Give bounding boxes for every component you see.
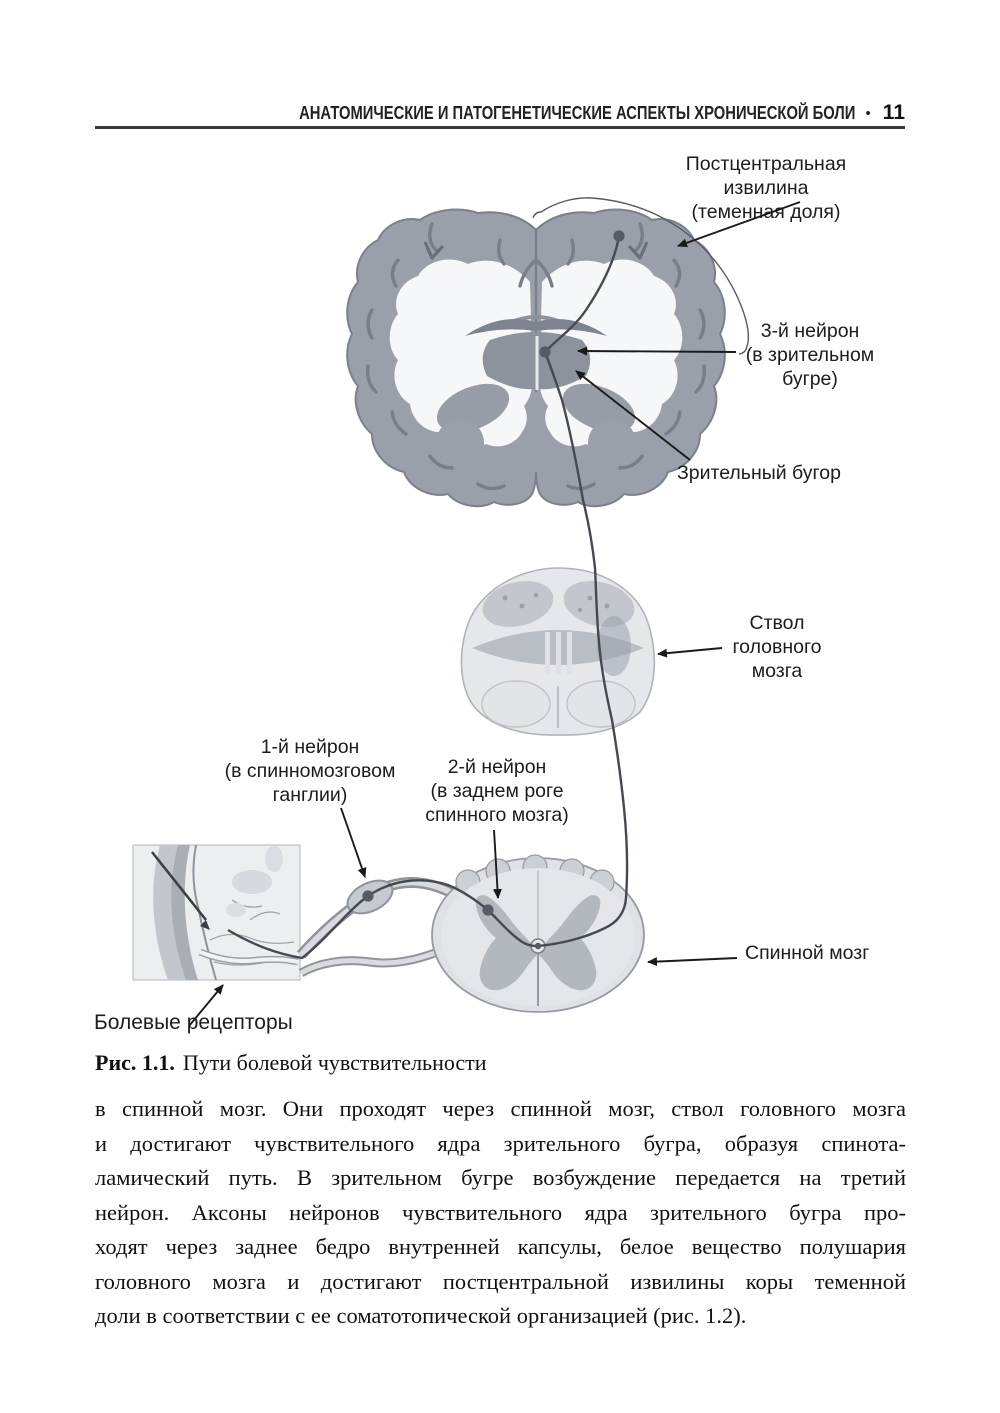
arrow-spinal-cord (647, 957, 738, 967)
pain-pathway-line (227, 235, 629, 960)
label-neuron-1: 1-й нейрон (в спинномозговом ганглии) (224, 736, 396, 807)
label-neuron-2: 2-й нейрон (в заднем роге спинного мозга… (425, 756, 569, 827)
brainstem-section (460, 567, 656, 736)
pain-pathway-illustration (132, 197, 801, 1027)
page-number: 11 (882, 101, 905, 124)
running-head: АНАТОМИЧЕСКИЕ И ПАТОГЕНЕТИЧЕСКИЕ АСПЕКТЫ… (95, 101, 905, 125)
arrow-receptors (188, 984, 224, 1027)
neuron-dots (362, 230, 625, 950)
caption-text: Пути болевой чувствительности (182, 1050, 487, 1075)
caption-number: Рис. 1.1. (95, 1050, 175, 1075)
annotation-arrows (188, 201, 801, 1027)
arrow-postcentral (677, 201, 801, 248)
body-line: нейрон. Аксоны нейронов чувствительного … (95, 1199, 906, 1225)
ganglion-neuron-dot (362, 890, 374, 902)
body-line: в спинной мозг. Они проходят через спинн… (95, 1096, 906, 1121)
body-line: доли в соответствии с ее соматотопическо… (95, 1303, 747, 1328)
chapter-title: АНАТОМИЧЕСКИЕ И ПАТОГЕНЕТИЧЕСКИЕ АСПЕКТЫ… (299, 102, 856, 123)
label-neuron-3: 3-й нейрон (в зрительном бугре) (745, 320, 875, 391)
central-canal-dot (534, 942, 542, 950)
label-pain-receptors: Болевые рецепторы (94, 1011, 293, 1034)
body-line: и достигают чувствительного ядра зритель… (95, 1130, 906, 1156)
figure-caption: Рис. 1.1. Пути болевой чувствительности (95, 1050, 905, 1076)
body-line: ходят через заднее бедро внутренней капс… (95, 1234, 906, 1259)
label-postcentral-gyrus: Постцентральная извилина (теменная доля) (685, 153, 847, 224)
cortex-neuron-dot (613, 230, 625, 242)
label-brainstem: Ствол головного мозга (732, 612, 822, 683)
arrow-neuron1 (340, 807, 367, 878)
label-spinal-cord: Спинной мозг (745, 942, 870, 964)
skin-inset (132, 844, 301, 981)
thalamus-neuron-dot (539, 346, 551, 358)
label-thalamus: Зрительный бугор (677, 462, 841, 484)
parietal-bracket (532, 197, 750, 355)
arrow-neuron3 (577, 346, 737, 356)
brain-coronal-section (345, 207, 727, 508)
bullet-separator: • (865, 104, 871, 122)
dorsal-horn-neuron-dot (482, 904, 494, 916)
spinal-cord-section (296, 854, 645, 1013)
body-paragraph: в спинной мозг. Они проходят через спинн… (95, 1092, 906, 1334)
header-rule (95, 126, 905, 129)
arrow-thalamus (575, 370, 691, 461)
arrow-neuron2 (492, 829, 502, 899)
arrow-brainstem (657, 647, 723, 658)
needle (150, 851, 208, 921)
body-line: головного мозга и достигают постцентраль… (95, 1268, 906, 1294)
figure-1-1: Постцентральная извилина (теменная доля)… (0, 140, 1000, 1051)
body-line: ламический путь. В зрительном бугре возб… (95, 1165, 906, 1190)
